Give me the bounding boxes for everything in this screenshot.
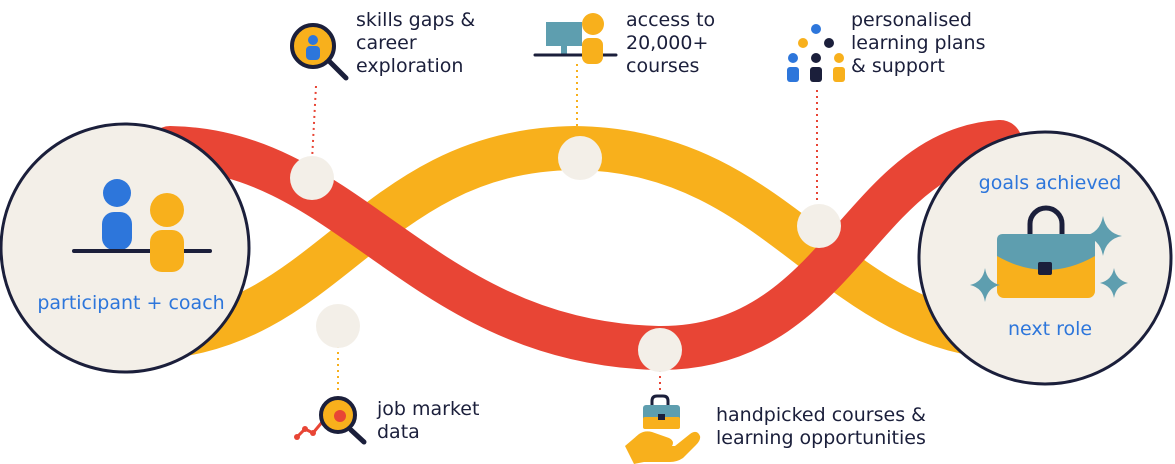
node-skills	[290, 156, 334, 200]
node-plans	[797, 204, 841, 248]
magnifier-chart-icon	[294, 396, 367, 445]
milestone-label-skills: skills gaps & career exploration	[356, 9, 476, 77]
magnifier-person-icon	[290, 23, 349, 81]
briefcase-sparkle-icon	[970, 205, 1128, 302]
milestone-label-job: job market data	[377, 398, 480, 443]
end-circle-top-label: goals achieved	[978, 172, 1122, 194]
node-access	[558, 136, 602, 180]
milestone-label-handpicked: handpicked courses & learning opportunit…	[716, 404, 926, 449]
start-circle-label: participant + coach	[37, 292, 225, 314]
node-job	[316, 304, 360, 348]
milestone-label-access: access to 20,000+ courses	[626, 9, 716, 77]
node-handpicked	[638, 328, 682, 372]
end-circle-bottom-label: next role	[1007, 318, 1093, 340]
milestone-nodes	[290, 136, 841, 372]
group-people-icon	[787, 24, 845, 82]
leader-skills	[311, 85, 317, 161]
person-at-computer-icon	[533, 13, 618, 64]
people-at-table-icon	[72, 179, 212, 272]
hand-briefcase-icon	[625, 394, 701, 464]
leader-lines	[311, 64, 818, 392]
milestone-label-plans: personalised learning plans & support	[851, 9, 986, 77]
